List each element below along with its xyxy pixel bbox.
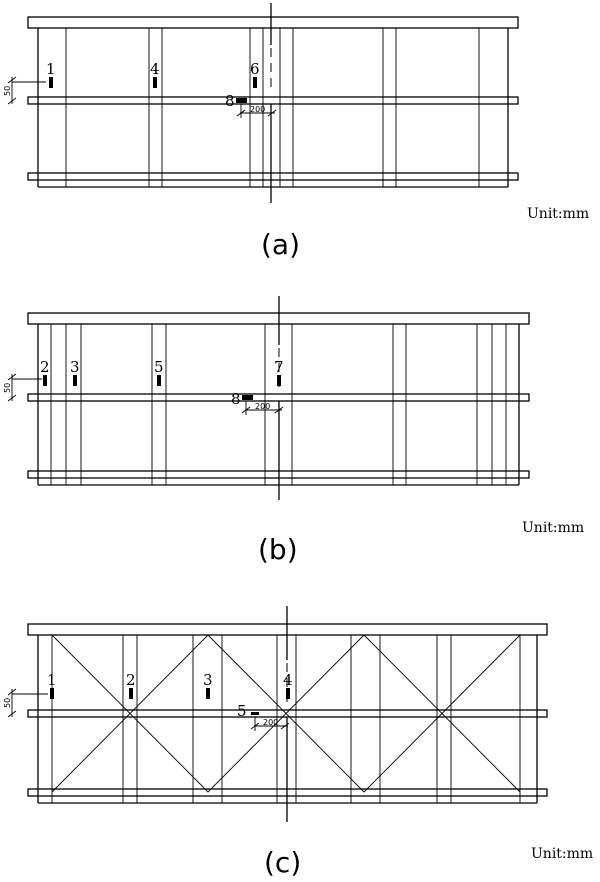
panel-c-gauge-3-label: 3	[203, 671, 213, 689]
panel-a-stirrups	[65, 28, 480, 187]
panel-b-caption: (b)	[258, 533, 298, 566]
panel-b-stirrups	[50, 324, 507, 485]
panel-a-dim-200-label: 200	[250, 105, 265, 114]
panel-c-gauge-1-label: 1	[47, 671, 57, 689]
panel-c-gauge-4-mark	[286, 688, 290, 699]
panel-b-gauge-7-label: 7	[274, 358, 284, 376]
panel-b-gauge-7-mark	[277, 375, 281, 386]
panel-c-gauge-5-mark	[251, 712, 259, 715]
panel-b-gauge-5-mark	[157, 375, 161, 386]
panel-a: 50 200 1 4 6 8 Unit:mm (a)	[3, 3, 589, 261]
panel-b-gauge-3-mark	[73, 375, 77, 386]
panel-b-dimension-200: 200	[241, 401, 284, 415]
panel-c-stirrups	[51, 635, 521, 803]
panel-a-gauge-6-mark	[253, 77, 257, 88]
panel-a-gauges: 1 4 6 8	[46, 60, 260, 110]
panel-c: 50 200 1 2 3 4 5 Unit:mm (c)	[3, 606, 593, 879]
panel-c-gauge-2-label: 2	[126, 671, 136, 689]
panel-c-caption: (c)	[264, 846, 301, 879]
panel-a-gauge-8-label: 8	[225, 92, 235, 110]
panel-c-dimension-50: 50	[3, 688, 48, 718]
panel-b-gauges: 2 3 5 7 8	[40, 358, 284, 408]
panel-b-dimension-50: 50	[3, 373, 42, 402]
panel-b-gauge-2-label: 2	[40, 358, 50, 376]
panel-b-gauge-2-mark	[43, 375, 47, 386]
panel-b-gauge-8-label: 8	[231, 390, 241, 408]
panel-b-gauge-3-label: 3	[70, 358, 80, 376]
panel-a-frame	[27, 16, 519, 188]
panel-c-gauge-2-mark	[129, 688, 133, 699]
panel-a-caption: (a)	[261, 228, 300, 261]
panel-b-gauge-8-mark	[242, 395, 253, 400]
panel-a-gauge-1-mark	[49, 77, 53, 88]
panel-a-gauge-4-label: 4	[150, 60, 160, 78]
panel-b-dim-200-label: 200	[255, 402, 270, 411]
panel-a-gauge-4-mark	[153, 77, 157, 88]
panel-c-gauge-4-label: 4	[283, 671, 293, 689]
panel-c-gauges: 1 2 3 4 5	[47, 671, 293, 720]
panel-a-gauge-6-label: 6	[250, 60, 260, 78]
panel-b-gauge-5-label: 5	[154, 358, 164, 376]
panel-b-dim-50-label: 50	[3, 383, 12, 393]
panel-c-diagonal-bracing	[51, 634, 521, 793]
panel-a-dim-50-label: 50	[3, 86, 12, 96]
panel-b: 50 200 2 3 5 7 8 Unit:mm (b)	[3, 296, 584, 566]
panel-c-gauge-5-label: 5	[237, 702, 247, 720]
panel-a-unit-label: Unit:mm	[527, 206, 589, 222]
panel-c-dim-200-label: 200	[263, 718, 278, 727]
panel-a-gauge-8-mark	[236, 98, 247, 103]
panel-a-gauge-1-label: 1	[46, 60, 56, 78]
panel-a-dimension-50: 50	[3, 76, 46, 105]
panel-c-gauge-3-mark	[206, 688, 210, 699]
panel-c-unit-label: Unit:mm	[531, 846, 593, 862]
panel-c-dim-50-label: 50	[3, 698, 12, 708]
panel-c-gauge-1-mark	[50, 688, 54, 699]
panel-c-dimension-200: 200	[250, 717, 290, 731]
panel-a-dimension-200: 200	[236, 104, 277, 118]
panel-b-unit-label: Unit:mm	[522, 520, 584, 536]
